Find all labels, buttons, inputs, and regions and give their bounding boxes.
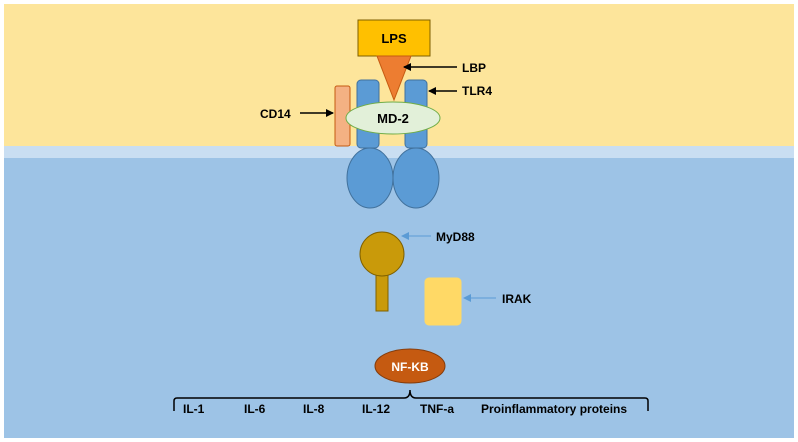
irak-box bbox=[424, 277, 462, 326]
cytoplasm-region bbox=[4, 158, 794, 438]
product-il12: IL-12 bbox=[362, 402, 390, 416]
product-il8: IL-8 bbox=[303, 402, 325, 416]
irak-label: IRAK bbox=[502, 292, 532, 306]
nfkb-shape bbox=[374, 348, 446, 384]
lps-label: LPS bbox=[381, 31, 407, 46]
myd88-stem bbox=[375, 274, 389, 312]
lbp-label: LBP bbox=[462, 61, 486, 75]
product-il6: IL-6 bbox=[244, 402, 266, 416]
md2-label: MD-2 bbox=[377, 111, 409, 126]
membrane-band bbox=[4, 146, 794, 158]
product-il1: IL-1 bbox=[183, 402, 205, 416]
nfkb-label: NF-KB bbox=[391, 360, 429, 374]
products-bracket bbox=[173, 389, 649, 411]
tlr4-label: TLR4 bbox=[462, 84, 492, 98]
md2-shape bbox=[345, 101, 441, 135]
lps-box bbox=[357, 19, 431, 57]
tlr4-right-domain bbox=[392, 147, 440, 209]
tlr4-left-domain bbox=[346, 147, 394, 209]
lbp-triangle bbox=[376, 55, 412, 102]
product-tnfa: TNF-a bbox=[420, 402, 454, 416]
product-proinflammatory: Proinflammatory proteins bbox=[481, 402, 627, 416]
myd88-head bbox=[359, 231, 405, 277]
cd14-label: CD14 bbox=[260, 107, 291, 121]
myd88-label: MyD88 bbox=[436, 230, 475, 244]
